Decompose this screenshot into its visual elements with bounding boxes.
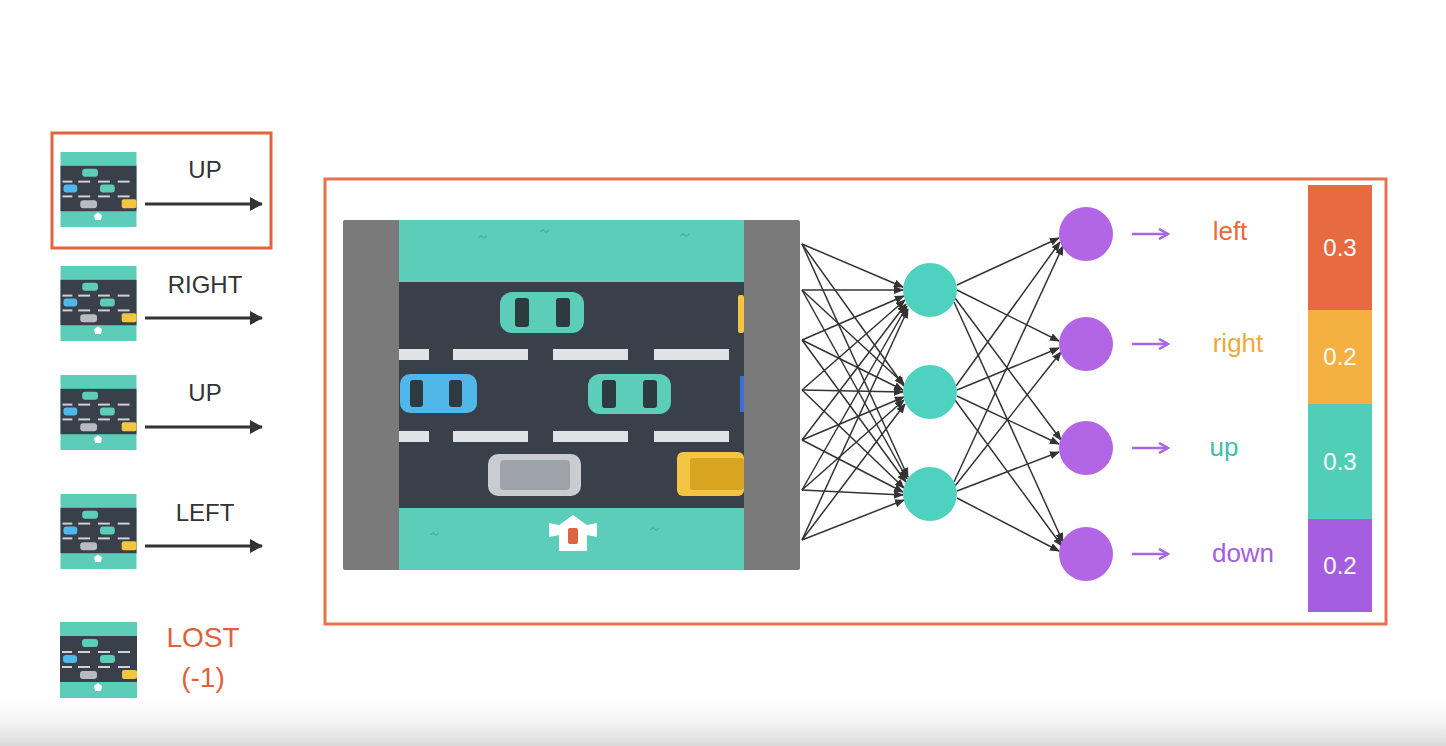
output-label: down <box>1212 538 1274 569</box>
outcome-label: LOST (-1) <box>153 618 253 698</box>
probability-value: 0.3 <box>1323 234 1356 262</box>
output-label: right <box>1213 328 1264 359</box>
probability-segment: 0.3 <box>1308 185 1372 310</box>
probability-value: 0.2 <box>1323 343 1356 371</box>
probability-value: 0.2 <box>1323 552 1356 580</box>
action-label: RIGHT <box>168 271 243 300</box>
probability-segment: 0.2 <box>1308 519 1372 612</box>
action-label: UP <box>188 156 221 185</box>
action-label: UP <box>188 379 221 408</box>
probability-segment: 0.3 <box>1308 404 1372 519</box>
output-label: up <box>1210 432 1239 463</box>
probability-value: 0.3 <box>1323 448 1356 476</box>
output-label: left <box>1213 216 1248 247</box>
action-label: LEFT <box>176 499 235 528</box>
probability-segment: 0.2 <box>1308 310 1372 404</box>
